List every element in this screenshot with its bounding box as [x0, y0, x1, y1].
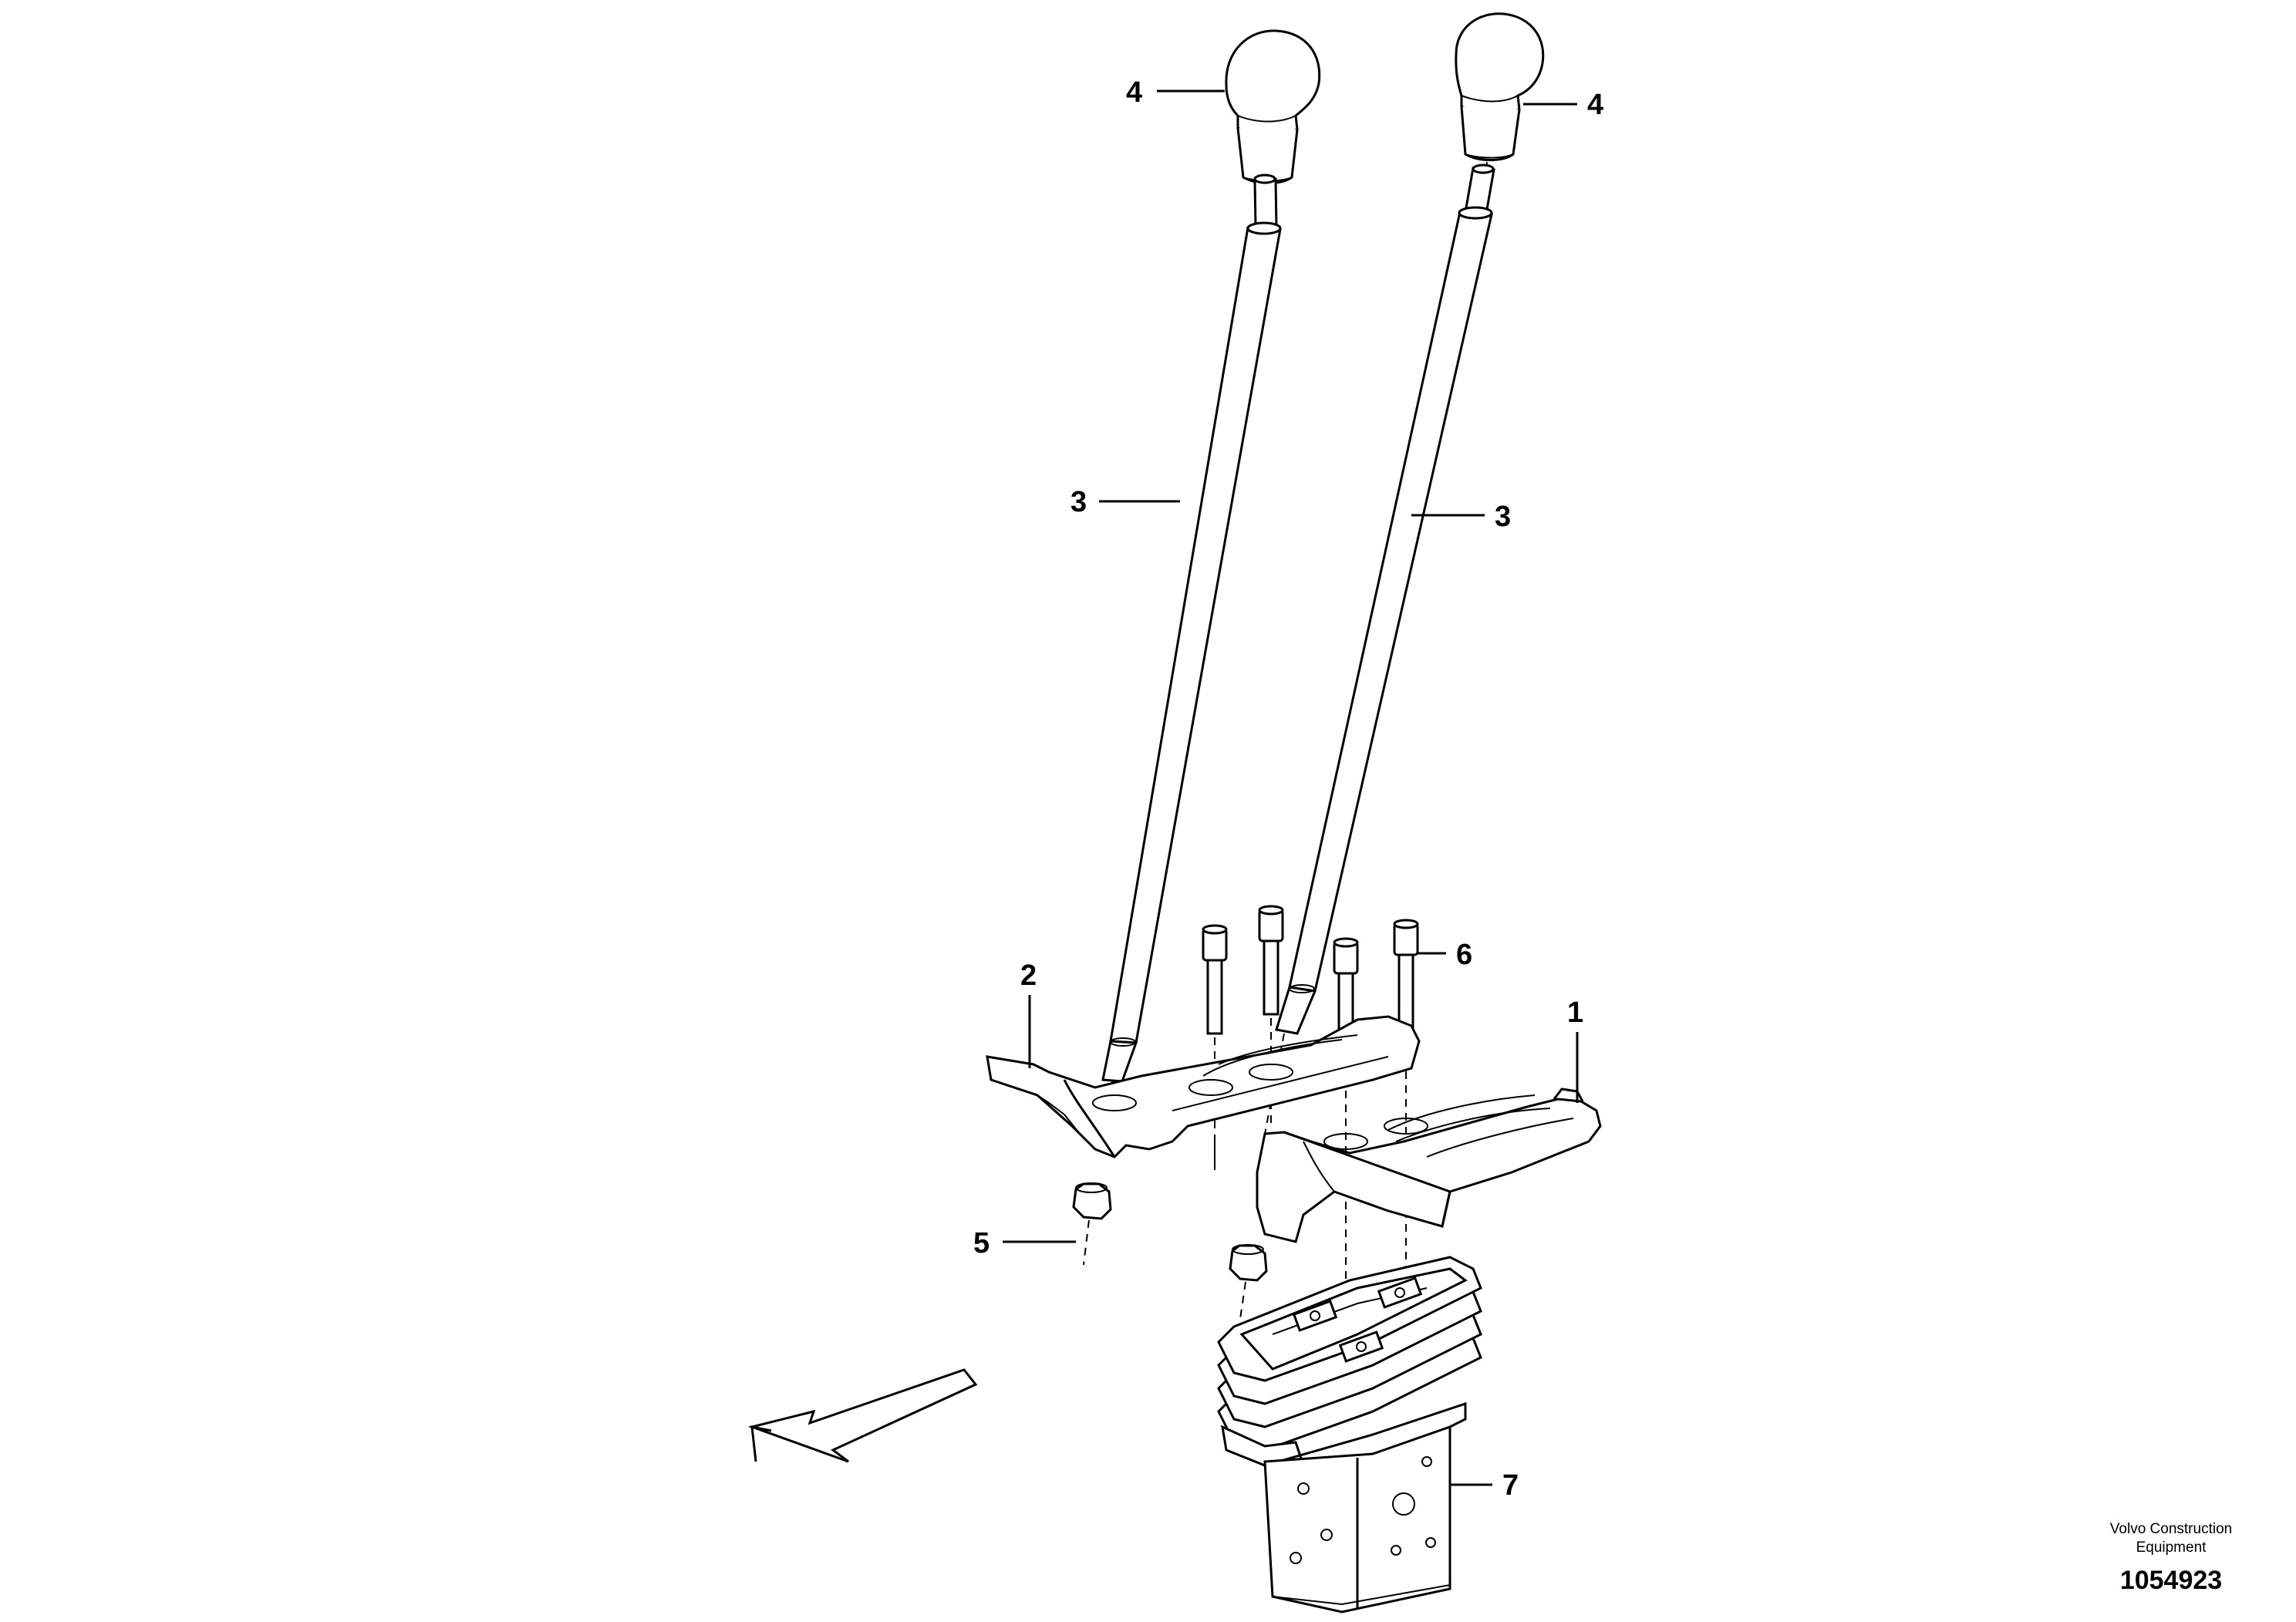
- right-knob: [1455, 12, 1545, 209]
- control-valve: [1217, 1256, 1482, 1614]
- drawing-number: 1054923: [2120, 1566, 2222, 1595]
- leader-lines: [1003, 89, 1579, 1486]
- callout-control-valve: 7: [1502, 1469, 1519, 1502]
- credit-line-2: Equipment: [2136, 1539, 2207, 1556]
- left-rod: [1101, 174, 1282, 1135]
- callout-screws: 6: [1456, 939, 1472, 971]
- right-support: [1256, 1088, 1602, 1243]
- callout-rod-left: 3: [1070, 486, 1087, 518]
- callout-knob-right: 4: [1587, 89, 1603, 121]
- left-knob: [1225, 29, 1321, 231]
- callout-support-left: 2: [1020, 959, 1037, 992]
- left-support: [986, 1015, 1421, 1165]
- nuts: [1072, 1182, 1268, 1320]
- callout-rod-right: 3: [1495, 501, 1511, 533]
- callout-knob-left: 4: [1126, 76, 1142, 109]
- callouts: 4 4 3 3 6 2 1 5 7: [973, 76, 1603, 1502]
- credit-line-1: Volvo Construction: [2110, 1521, 2232, 1537]
- forward-direction-arrow: [747, 1368, 978, 1463]
- callout-support-right: 1: [1567, 996, 1583, 1029]
- title-block: Volvo Construction Equipment 1054923: [2110, 1521, 2232, 1595]
- callout-nut: 5: [973, 1227, 990, 1259]
- right-rod: [1264, 164, 1495, 1135]
